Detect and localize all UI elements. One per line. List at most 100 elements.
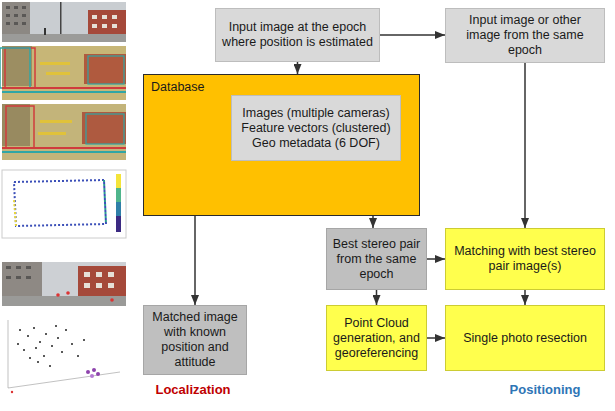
- colorbar: [116, 188, 121, 202]
- process-box: Matched image with known position and at…: [143, 305, 247, 375]
- box-label: Matched image with known position and at…: [149, 310, 241, 370]
- point: [61, 351, 63, 353]
- pavement: [2, 34, 126, 42]
- marker-dot: [110, 298, 114, 302]
- window: [102, 24, 107, 28]
- window: [14, 22, 18, 25]
- window: [92, 15, 97, 19]
- highlight: [40, 62, 70, 65]
- window: [92, 24, 97, 28]
- point: [86, 370, 90, 374]
- highlight: [40, 120, 72, 123]
- colorbar: [116, 202, 121, 216]
- point: [49, 365, 51, 367]
- point: [77, 355, 79, 357]
- flow-arrow: [376, 290, 378, 305]
- window: [96, 272, 102, 277]
- window: [22, 6, 26, 9]
- point: [11, 391, 13, 393]
- process-box: Matching with best stereo pair image(s): [445, 228, 605, 290]
- point: [45, 333, 47, 335]
- pavement: [2, 296, 126, 306]
- window: [14, 6, 18, 9]
- section-label: Positioning: [510, 382, 581, 397]
- point: [19, 329, 21, 331]
- process-box: Single photo resection: [445, 305, 605, 371]
- point: [35, 347, 37, 349]
- flow-arrow: [427, 337, 445, 339]
- point: [51, 345, 53, 347]
- trajectory-plot: [2, 170, 126, 238]
- cyan-shift: [0, 48, 30, 88]
- box-label: Feature vectors (clustered): [241, 121, 390, 136]
- brick-building: [78, 266, 126, 298]
- window: [22, 14, 26, 17]
- trajectory: [14, 200, 16, 226]
- trajectory: [104, 180, 106, 224]
- point: [57, 337, 59, 339]
- window: [6, 266, 11, 269]
- point: [65, 329, 67, 331]
- cyan-shift: [2, 91, 126, 93]
- window: [108, 272, 114, 277]
- colorbar: [116, 174, 121, 188]
- marker-dot: [66, 291, 70, 295]
- street-photo: [2, 262, 126, 306]
- flow-arrow: [524, 290, 526, 305]
- sky: [2, 2, 126, 42]
- point: [90, 374, 94, 378]
- point-cloud-plot: [2, 314, 126, 396]
- database-box: DatabaseImages (multiple cameras)Feature…: [143, 74, 420, 216]
- cyan-shift: [2, 151, 126, 153]
- window: [112, 15, 117, 19]
- pole: [60, 2, 62, 38]
- window: [26, 266, 31, 269]
- point: [83, 339, 85, 341]
- window: [112, 24, 117, 28]
- flow-arrow: [297, 62, 299, 74]
- window: [22, 22, 26, 25]
- sky: [2, 262, 126, 306]
- flow-arrow: [194, 216, 196, 305]
- point: [39, 341, 41, 343]
- point: [71, 343, 73, 345]
- brick-building: [82, 112, 126, 144]
- axis: [8, 320, 9, 388]
- window: [84, 283, 90, 288]
- brick-building: [84, 54, 126, 84]
- flow-arrow: [372, 216, 374, 228]
- window: [108, 283, 114, 288]
- box-label: Images (multiple cameras): [242, 106, 389, 121]
- cyan-shift: [86, 114, 124, 144]
- person: [44, 28, 46, 35]
- process-box: Best stereo pair from the same epoch: [326, 228, 427, 290]
- point: [27, 335, 29, 337]
- flow-arrow: [380, 34, 445, 36]
- point: [55, 325, 57, 327]
- point: [29, 357, 31, 359]
- window: [84, 272, 90, 277]
- section-label: Localization: [155, 382, 230, 397]
- point: [92, 368, 96, 372]
- street-photo: [2, 2, 126, 42]
- plot-frame: [2, 170, 126, 238]
- window: [26, 276, 31, 279]
- window: [6, 6, 10, 9]
- process-box: Input image or other image from the same…: [445, 8, 605, 63]
- stereo-anaglyph: [0, 46, 126, 100]
- process-box: Images (multiple cameras)Feature vectors…: [231, 95, 401, 161]
- anaglyph-ground: [2, 46, 126, 100]
- plot-ground: [2, 314, 126, 396]
- point: [37, 361, 39, 363]
- anaglyph-ground: [2, 104, 126, 160]
- box-label: Point Cloud generation, and georeferenci…: [332, 316, 421, 361]
- window: [6, 14, 10, 17]
- red-shift: [6, 106, 34, 148]
- process-box: Input image at the epoch where position …: [215, 8, 380, 62]
- stereo-anaglyph: [2, 104, 126, 160]
- point: [33, 327, 35, 329]
- box-label: Best stereo pair from the same epoch: [332, 237, 421, 282]
- point: [17, 343, 19, 345]
- window: [6, 22, 10, 25]
